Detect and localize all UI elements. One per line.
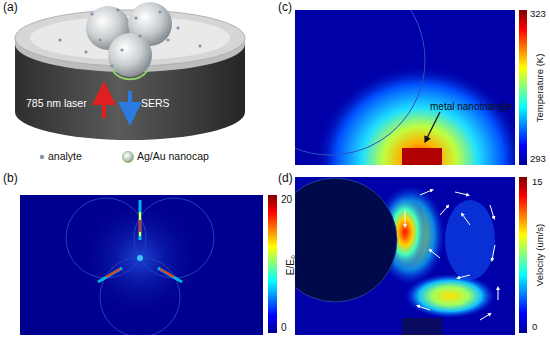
label: (b) (3, 172, 18, 185)
colorbar (519, 10, 527, 165)
label: 293 (530, 154, 546, 164)
axis-title: Velocity (um/s) (535, 224, 545, 286)
label: 15 (532, 177, 543, 187)
flow-arrows (405, 190, 498, 320)
label: 20 (281, 194, 292, 205)
legend-text: analyte (48, 151, 82, 163)
leader-arrow (426, 112, 440, 140)
label: 0 (532, 322, 537, 332)
nanocaps (86, 2, 172, 79)
particle (295, 178, 397, 302)
cap-coating (112, 70, 148, 79)
velocity-map (295, 177, 515, 335)
nanocap (108, 33, 152, 77)
axis-title: E/E₀ (285, 255, 296, 275)
label: (a) (3, 1, 18, 14)
label: (d) (278, 172, 293, 185)
sers-arrow (128, 91, 132, 114)
label: 0 (281, 322, 287, 333)
temperature-map (295, 10, 515, 165)
label: 785 nm laser (26, 98, 87, 110)
axis-title: Temperature (K) (535, 54, 545, 123)
laser-arrow (102, 93, 106, 118)
legend-sphere (123, 152, 134, 163)
label: metal nanotriangle (430, 101, 512, 112)
analyte-dots (58, 8, 201, 67)
legend-text: Ag/Au nanocap (137, 151, 209, 163)
colorbar (268, 195, 277, 333)
label: SERS (141, 98, 170, 110)
colorbar (519, 177, 527, 333)
label: 323 (530, 9, 546, 19)
label: (c) (278, 1, 292, 14)
field-map (20, 195, 263, 335)
legend-dot (40, 155, 44, 159)
nanotriangle (402, 148, 442, 165)
